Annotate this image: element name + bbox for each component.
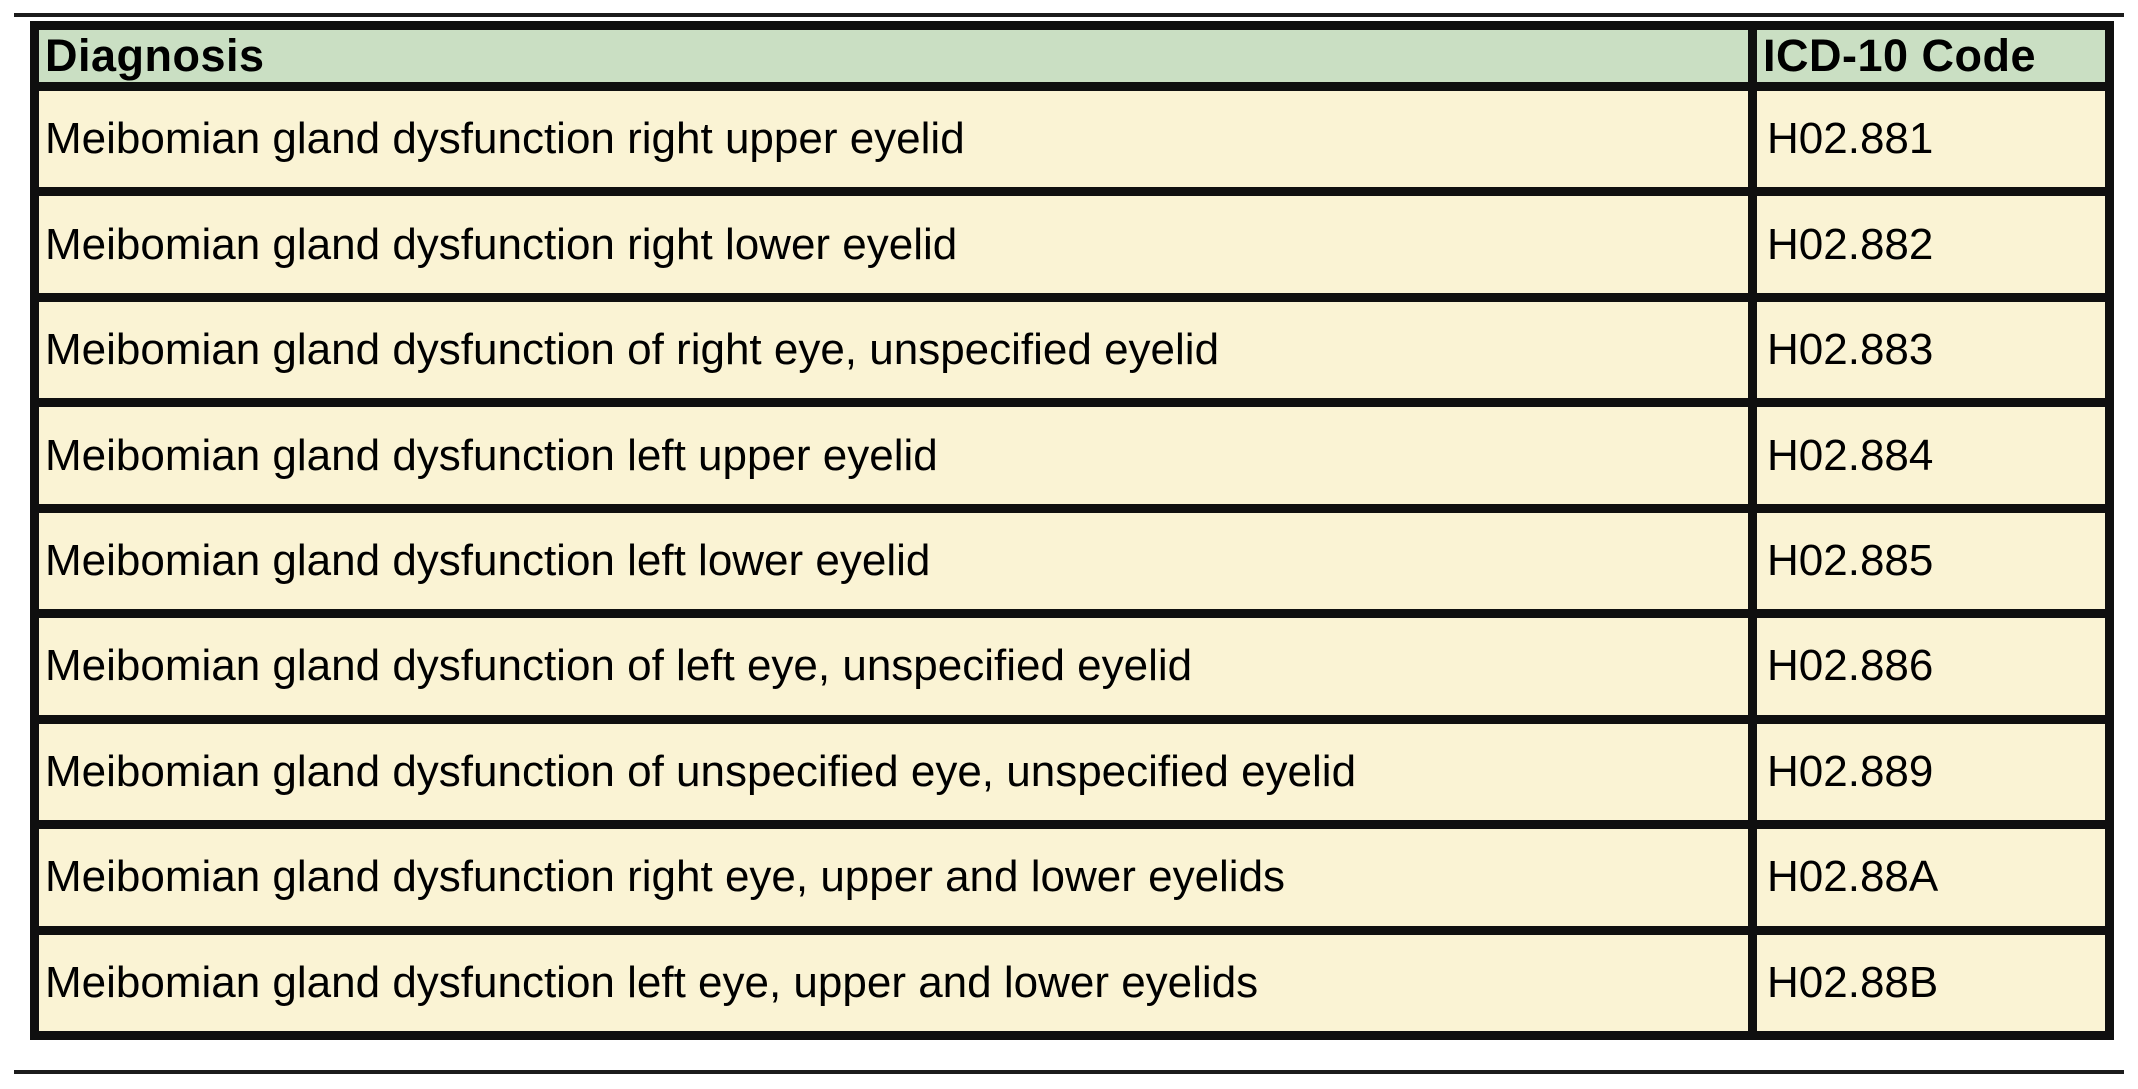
top-horizontal-rule: [14, 13, 2124, 17]
table-row: Meibomian gland dysfunction left upper e…: [30, 398, 2114, 513]
diagnosis-cell: Meibomian gland dysfunction left lower e…: [30, 503, 1757, 619]
table-row: Meibomian gland dysfunction left eye, up…: [30, 925, 2114, 1040]
table-row: Meibomian gland dysfunction of unspecifi…: [30, 714, 2114, 830]
diagnosis-cell: Meibomian gland dysfunction of right eye…: [30, 292, 1757, 408]
table-row: Meibomian gland dysfunction right lower …: [30, 187, 2114, 302]
diagnosis-cell: Meibomian gland dysfunction of unspecifi…: [30, 714, 1757, 830]
icd10-code-cell: H02.883: [1748, 292, 2114, 408]
icd10-code-column-header: ICD-10 Code: [1748, 21, 2114, 91]
table-row: Meibomian gland dysfunction left lower e…: [30, 503, 2114, 619]
table-row: Meibomian gland dysfunction right eye, u…: [30, 820, 2114, 935]
icd10-code-cell: H02.885: [1748, 503, 2114, 619]
table-row: Meibomian gland dysfunction of left eye,…: [30, 609, 2114, 724]
icd10-code-cell: H02.88B: [1748, 925, 2114, 1040]
diagnosis-cell: Meibomian gland dysfunction right eye, u…: [30, 820, 1757, 935]
icd10-code-cell: H02.884: [1748, 398, 2114, 513]
header-row: Diagnosis ICD-10 Code: [30, 21, 2114, 91]
icd10-code-cell: H02.88A: [1748, 820, 2114, 935]
table-body: Meibomian gland dysfunction right upper …: [30, 81, 2114, 1040]
diagnosis-column-header: Diagnosis: [30, 21, 1757, 91]
diagnosis-cell: Meibomian gland dysfunction right lower …: [30, 187, 1757, 302]
icd10-code-cell: H02.889: [1748, 714, 2114, 830]
table-row: Meibomian gland dysfunction of right eye…: [30, 292, 2114, 408]
icd10-code-cell: H02.881: [1748, 81, 2114, 197]
table-row: Meibomian gland dysfunction right upper …: [30, 81, 2114, 197]
diagnosis-cell: Meibomian gland dysfunction left eye, up…: [30, 925, 1757, 1040]
icd10-code-cell: H02.882: [1748, 187, 2114, 302]
icd10-code-cell: H02.886: [1748, 609, 2114, 724]
icd10-code-table: Diagnosis ICD-10 Code Meibomian gland dy…: [30, 21, 2114, 1040]
bottom-horizontal-rule: [14, 1070, 2124, 1074]
diagnosis-cell: Meibomian gland dysfunction right upper …: [30, 81, 1757, 197]
diagnosis-cell: Meibomian gland dysfunction left upper e…: [30, 398, 1757, 513]
diagnosis-cell: Meibomian gland dysfunction of left eye,…: [30, 609, 1757, 724]
